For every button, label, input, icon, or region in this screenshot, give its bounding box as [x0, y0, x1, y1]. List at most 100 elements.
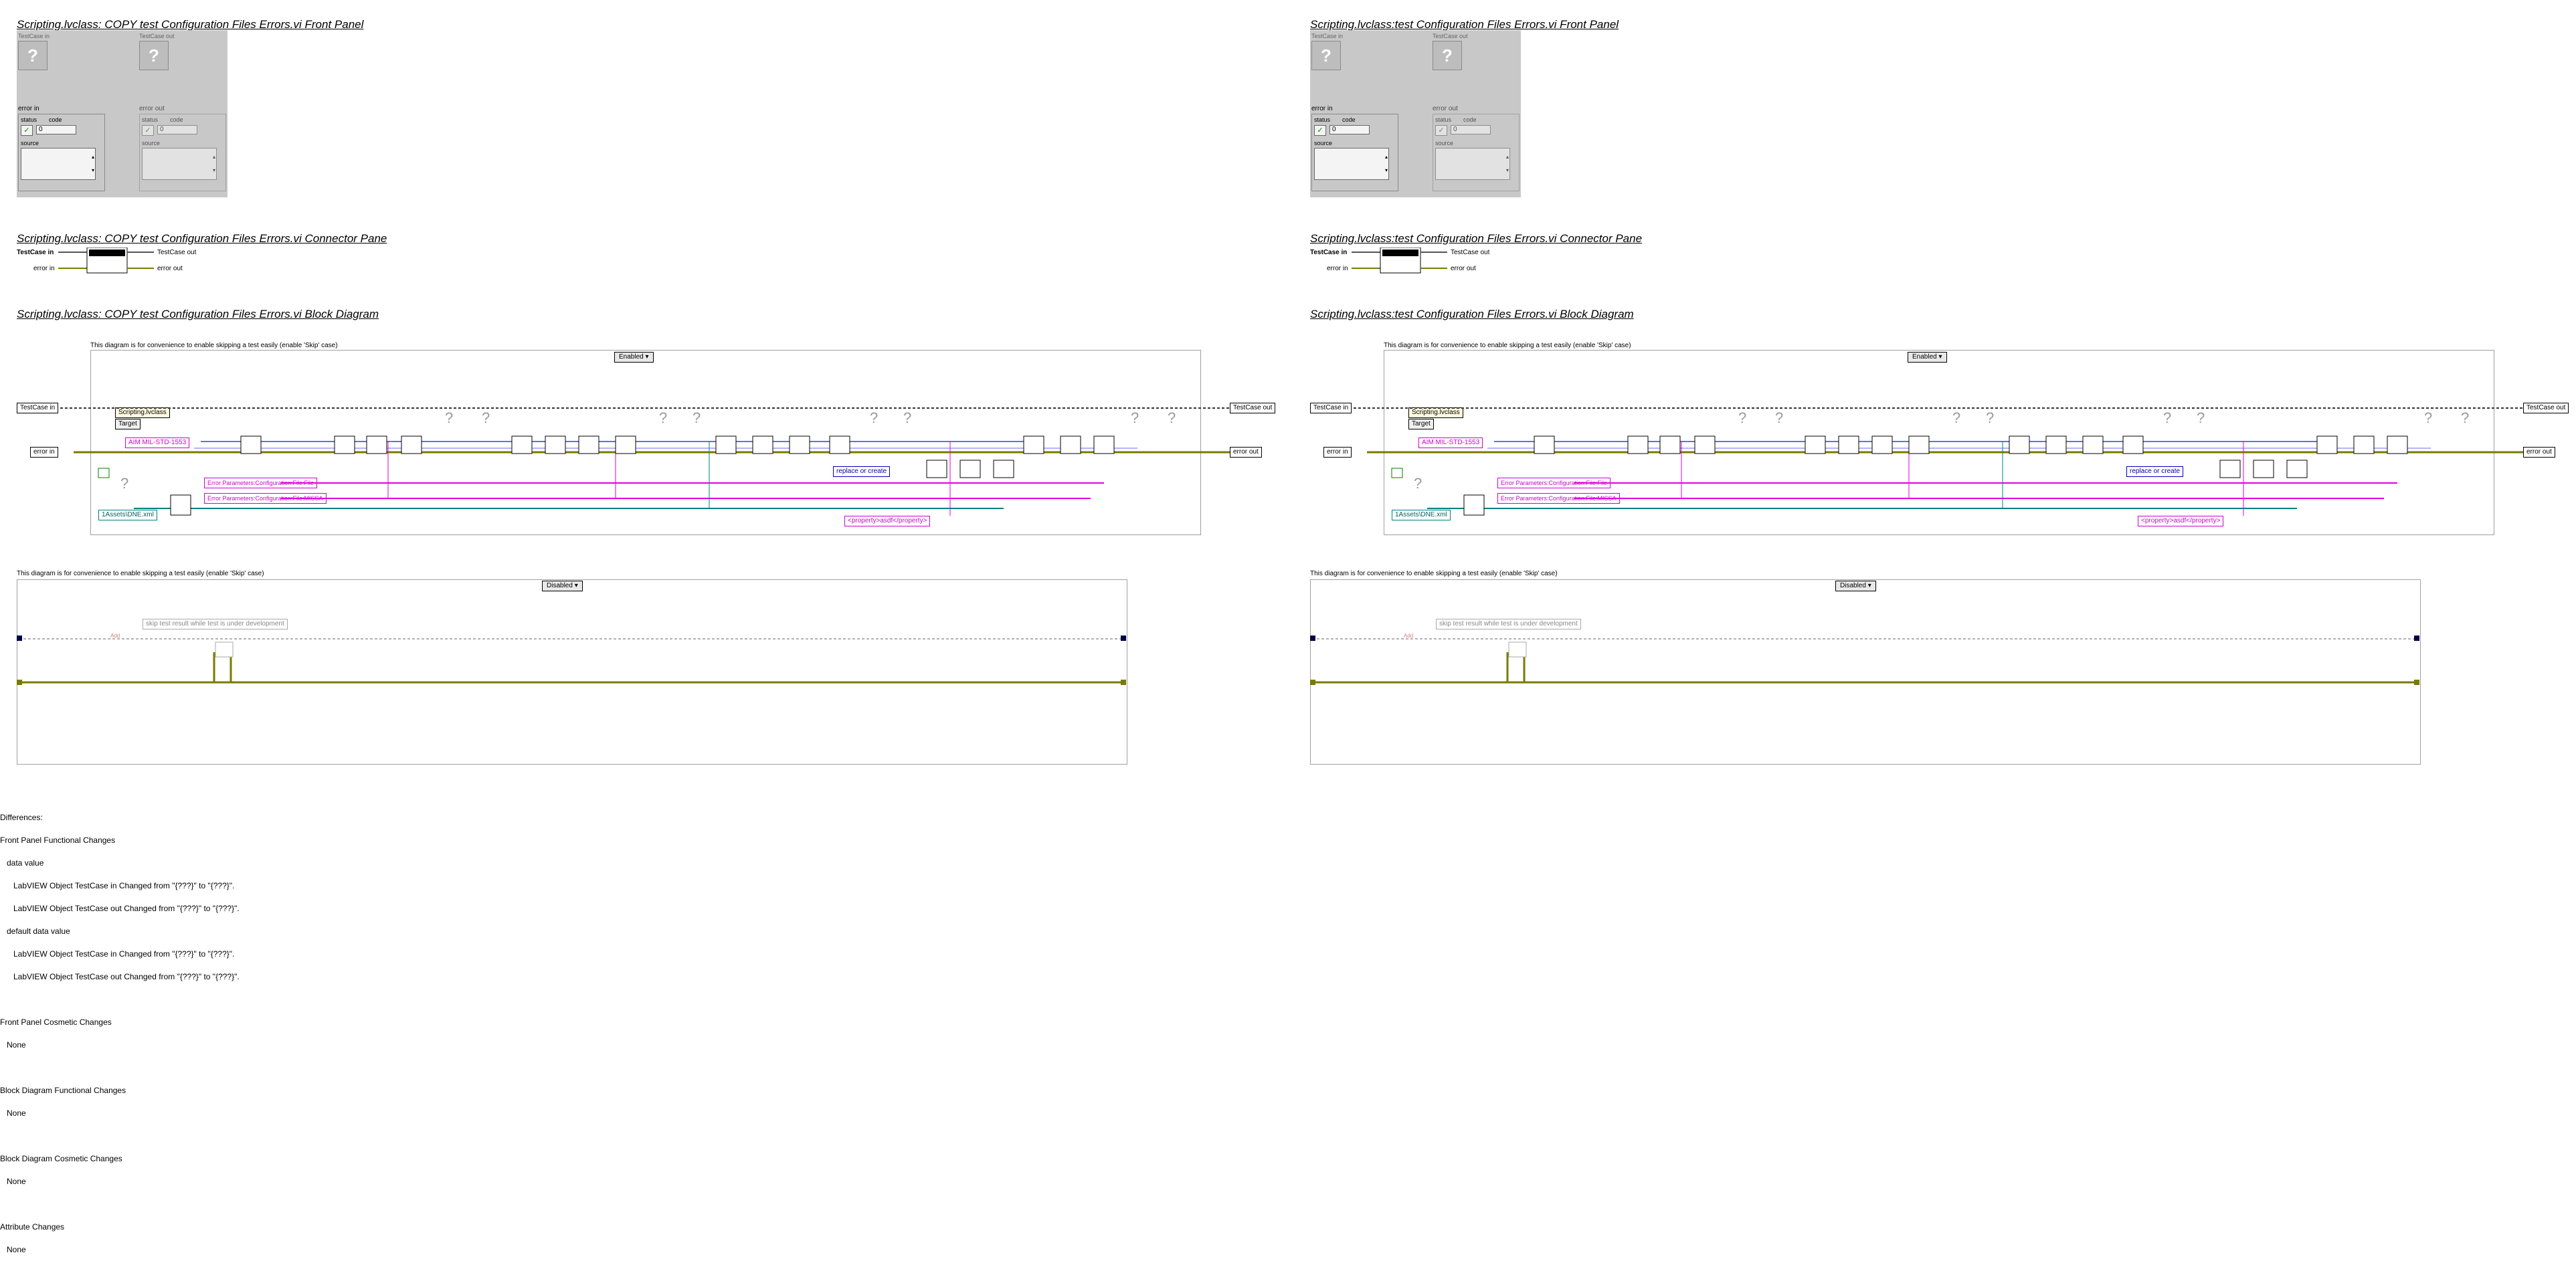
question-icon: ? [1433, 41, 1462, 70]
case-disabled-label: Disabled [547, 582, 573, 589]
source-label: source [1435, 140, 1454, 147]
diff-line [0, 1062, 240, 1074]
case-selector-disabled[interactable]: Disabled ▾ [1835, 581, 1876, 591]
svg-text:?: ? [445, 409, 453, 426]
skip-note: skip test result while test is under dev… [1436, 619, 1581, 629]
source-field[interactable] [1314, 148, 1389, 180]
diff-line: LabVIEW Object TestCase out Changed from… [0, 972, 240, 981]
assets-path-constant: 1Assets\DNE.xml [1392, 510, 1451, 520]
diff-line: None [0, 1177, 26, 1186]
diagram-comment: This diagram is for convenience to enabl… [1384, 342, 1631, 349]
testcase-in-terminal: TestCase in [17, 403, 59, 413]
diff-line: Block Diagram Functional Changes [0, 1086, 126, 1095]
question-icon: ? [18, 41, 48, 70]
svg-text:?: ? [482, 409, 490, 426]
source-label: source [1314, 140, 1333, 147]
diff-line: Attribute Changes [0, 1222, 65, 1232]
connector-pane: TestCase in error in TestCase out error … [1310, 248, 1490, 274]
svg-text:?: ? [659, 409, 667, 426]
left-vi-panel: Scripting.lvclass: COPY test Configurati… [0, 0, 1276, 789]
error-params-file-constant: Error Parameters:Configuration:File:File [204, 478, 318, 488]
connector-error-in: error in [1327, 265, 1348, 272]
testcase-out-indicator: TestCase out ? [139, 33, 179, 70]
svg-text:?: ? [2424, 409, 2432, 426]
testcase-out-label: TestCase out [1433, 33, 1468, 39]
diff-line: default data value [0, 927, 70, 936]
error-in-cluster[interactable]: error in status code ✓ 0 source [1311, 105, 1398, 191]
case-selector-enabled[interactable]: Enabled ▾ [614, 352, 654, 363]
block-diagram-wires: ?? ?? ?? ?? ? [60, 407, 1230, 516]
diff-line [0, 994, 240, 1005]
connector-pane-title: Scripting.lvclass:test Configuration Fil… [1310, 232, 1643, 245]
svg-text:?: ? [1414, 475, 1422, 492]
diff-line: Block Diagram Cosmetic Changes [0, 1154, 122, 1163]
source-indicator [142, 148, 217, 180]
front-panel: TestCase in ? TestCase out ? error in st… [17, 30, 227, 197]
code-indicator: 0 [157, 125, 197, 134]
testcase-in-control[interactable]: TestCase in ? [1311, 33, 1352, 70]
connector-testcase-in: TestCase in [1310, 249, 1347, 256]
replace-or-create-constant: replace or create [2126, 466, 2184, 477]
source-indicator [1435, 148, 1510, 180]
code-field[interactable]: 0 [36, 125, 76, 134]
block-diagram-wires: ?? ?? ?? ?? ? [1354, 407, 2523, 516]
code-label: code [170, 116, 183, 123]
connector-error-out: error out [157, 265, 183, 272]
diff-line [0, 1131, 240, 1142]
svg-text:?: ? [903, 409, 911, 426]
testcase-in-label: TestCase in [1311, 33, 1344, 39]
code-field[interactable]: 0 [1329, 125, 1370, 134]
source-label: source [21, 140, 39, 147]
svg-text:?: ? [2197, 409, 2205, 426]
diff-line: data value [0, 858, 44, 868]
case-selector-disabled[interactable]: Disabled ▾ [542, 581, 583, 591]
case-selector-enabled[interactable]: Enabled ▾ [1908, 352, 1947, 363]
status-checkbox[interactable]: ✓ [21, 125, 33, 136]
target-node: Target [1408, 419, 1434, 429]
question-icon: ? [1311, 41, 1341, 70]
svg-text:?: ? [2163, 409, 2171, 426]
target-node: Target [115, 419, 141, 429]
status-label: status [1314, 116, 1331, 123]
error-out-terminal: error out [1230, 447, 1262, 458]
diff-line: LabVIEW Object TestCase in Changed from … [0, 881, 235, 890]
error-out-label: error out [1433, 105, 1458, 112]
right-vi-panel: Scripting.lvclass:test Configuration Fil… [1293, 0, 2569, 789]
error-in-terminal: error in [1323, 447, 1352, 458]
code-label: code [49, 116, 62, 123]
error-out-label: error out [139, 105, 165, 112]
svg-text:?: ? [120, 475, 128, 492]
error-in-terminal: error in [30, 447, 58, 458]
diff-line: None [0, 1108, 26, 1118]
property-string-constant: <property>asdf</property> [2138, 516, 2224, 526]
code-label: code [1342, 116, 1356, 123]
svg-text:?: ? [1986, 409, 1994, 426]
disabled-diagram-frame [17, 579, 1127, 765]
source-field[interactable] [21, 148, 96, 180]
differences-header: Differences: [0, 813, 43, 822]
testcase-in-label: TestCase in [18, 33, 50, 39]
diff-line: Front Panel Functional Changes [0, 836, 116, 845]
testcase-out-terminal: TestCase out [1230, 403, 1276, 413]
enabled-diagram-frame [1384, 350, 2494, 535]
diff-line: LabVIEW Object TestCase out Changed from… [0, 904, 240, 913]
svg-text:?: ? [1131, 409, 1139, 426]
testcase-out-indicator: TestCase out ? [1433, 33, 1473, 70]
connector-error-out: error out [1451, 265, 1476, 272]
diff-line: None [0, 1040, 26, 1050]
error-in-label: error in [1311, 105, 1333, 112]
status-checkbox[interactable]: ✓ [1314, 125, 1326, 136]
connector-pane: TestCase in error in TestCase out error … [17, 248, 197, 274]
case-disabled-label: Disabled [1840, 582, 1866, 589]
diff-line: Front Panel Cosmetic Changes [0, 1017, 112, 1027]
skip-note: skip test result while test is under dev… [143, 619, 288, 629]
status-label: status [142, 116, 159, 123]
testcase-in-control[interactable]: TestCase in ? [18, 33, 58, 70]
testcase-in-terminal: TestCase in [1310, 403, 1352, 413]
diff-line: LabVIEW Object TestCase in Changed from … [0, 949, 235, 959]
testcase-out-terminal: TestCase out [2523, 403, 2569, 413]
svg-text:?: ? [870, 409, 878, 426]
